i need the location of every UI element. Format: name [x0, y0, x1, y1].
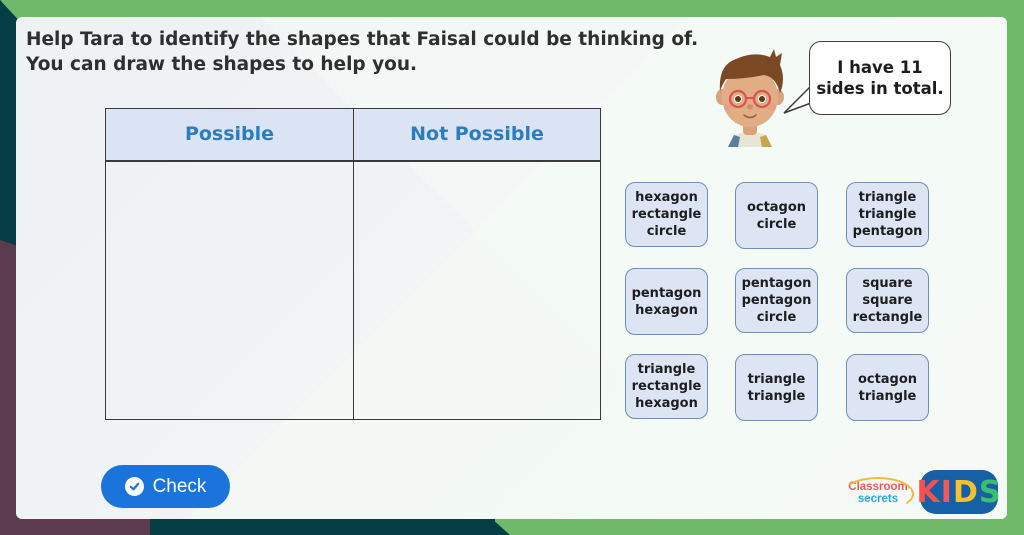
card-line: pentagon [631, 285, 702, 301]
check-button[interactable]: Check [101, 465, 230, 508]
kids-letter: D [952, 474, 979, 510]
shape-card[interactable]: octagon triangle [846, 354, 929, 421]
drop-zone-possible[interactable] [105, 160, 354, 420]
shape-card[interactable]: octagon circle [735, 182, 818, 249]
card-line: rectangle [631, 207, 702, 222]
card-line: hexagon [635, 396, 698, 411]
kids-letter: I [940, 474, 953, 510]
logo-arc [842, 477, 914, 511]
card-line: triangle [858, 388, 917, 404]
card-line: pentagon [852, 224, 923, 239]
card-line: triangle [747, 371, 806, 387]
shape-card[interactable]: pentagon pentagon circle [735, 268, 818, 333]
kids-letter: S [978, 474, 1002, 510]
check-button-label: Check [152, 475, 207, 497]
column-header-possible: Possible [105, 108, 354, 162]
drop-zone-not-possible[interactable] [354, 161, 601, 420]
card-line: square [862, 293, 913, 308]
boy-character-icon [716, 49, 784, 147]
card-line: octagon [857, 371, 918, 387]
kids-logo: K I D S [916, 470, 1000, 514]
sorting-table: Possible Not Possible [105, 108, 601, 420]
speech-line-1: I have 11 [837, 58, 923, 77]
speech-bubble: I have 11 sides in total. [809, 41, 951, 115]
card-line: square [862, 276, 913, 291]
background-bottom-teal-shape [150, 519, 510, 535]
classroom-secrets-logo: Classroom secrets [842, 477, 914, 511]
card-line: hexagon [635, 190, 698, 205]
card-line: triangle [637, 362, 696, 377]
card-line: pentagon [741, 276, 812, 291]
check-circle-icon [124, 477, 144, 496]
card-line: hexagon [635, 302, 698, 318]
kids-letter: K [916, 474, 941, 510]
column-header-not-possible: Not Possible [353, 108, 601, 162]
card-line: triangle [747, 388, 806, 404]
shape-card[interactable]: hexagon rectangle circle [625, 182, 708, 247]
card-line: circle [756, 216, 797, 232]
speech-line-2: sides in total. [816, 79, 944, 98]
card-line: rectangle [852, 310, 923, 325]
shape-card[interactable]: triangle rectangle hexagon [625, 354, 708, 419]
card-line: triangle [858, 207, 917, 222]
shape-card[interactable]: triangle triangle [735, 354, 818, 421]
shape-card[interactable]: pentagon hexagon [625, 268, 708, 335]
shape-card[interactable]: square square rectangle [846, 268, 929, 333]
card-line: triangle [858, 190, 917, 205]
card-line: pentagon [741, 293, 812, 308]
shape-card[interactable]: triangle triangle pentagon [846, 182, 929, 247]
question-text: Help Tara to identify the shapes that Fa… [26, 27, 706, 77]
card-line: circle [646, 224, 687, 239]
card-line: octagon [746, 199, 807, 215]
card-line: rectangle [631, 379, 702, 394]
question-line-2: You can draw the shapes to help you. [26, 54, 418, 75]
speech-bubble-tail [783, 86, 812, 114]
question-line-1: Help Tara to identify the shapes that Fa… [26, 29, 699, 50]
card-line: circle [756, 310, 797, 325]
activity-panel: Help Tara to identify the shapes that Fa… [16, 17, 1007, 519]
